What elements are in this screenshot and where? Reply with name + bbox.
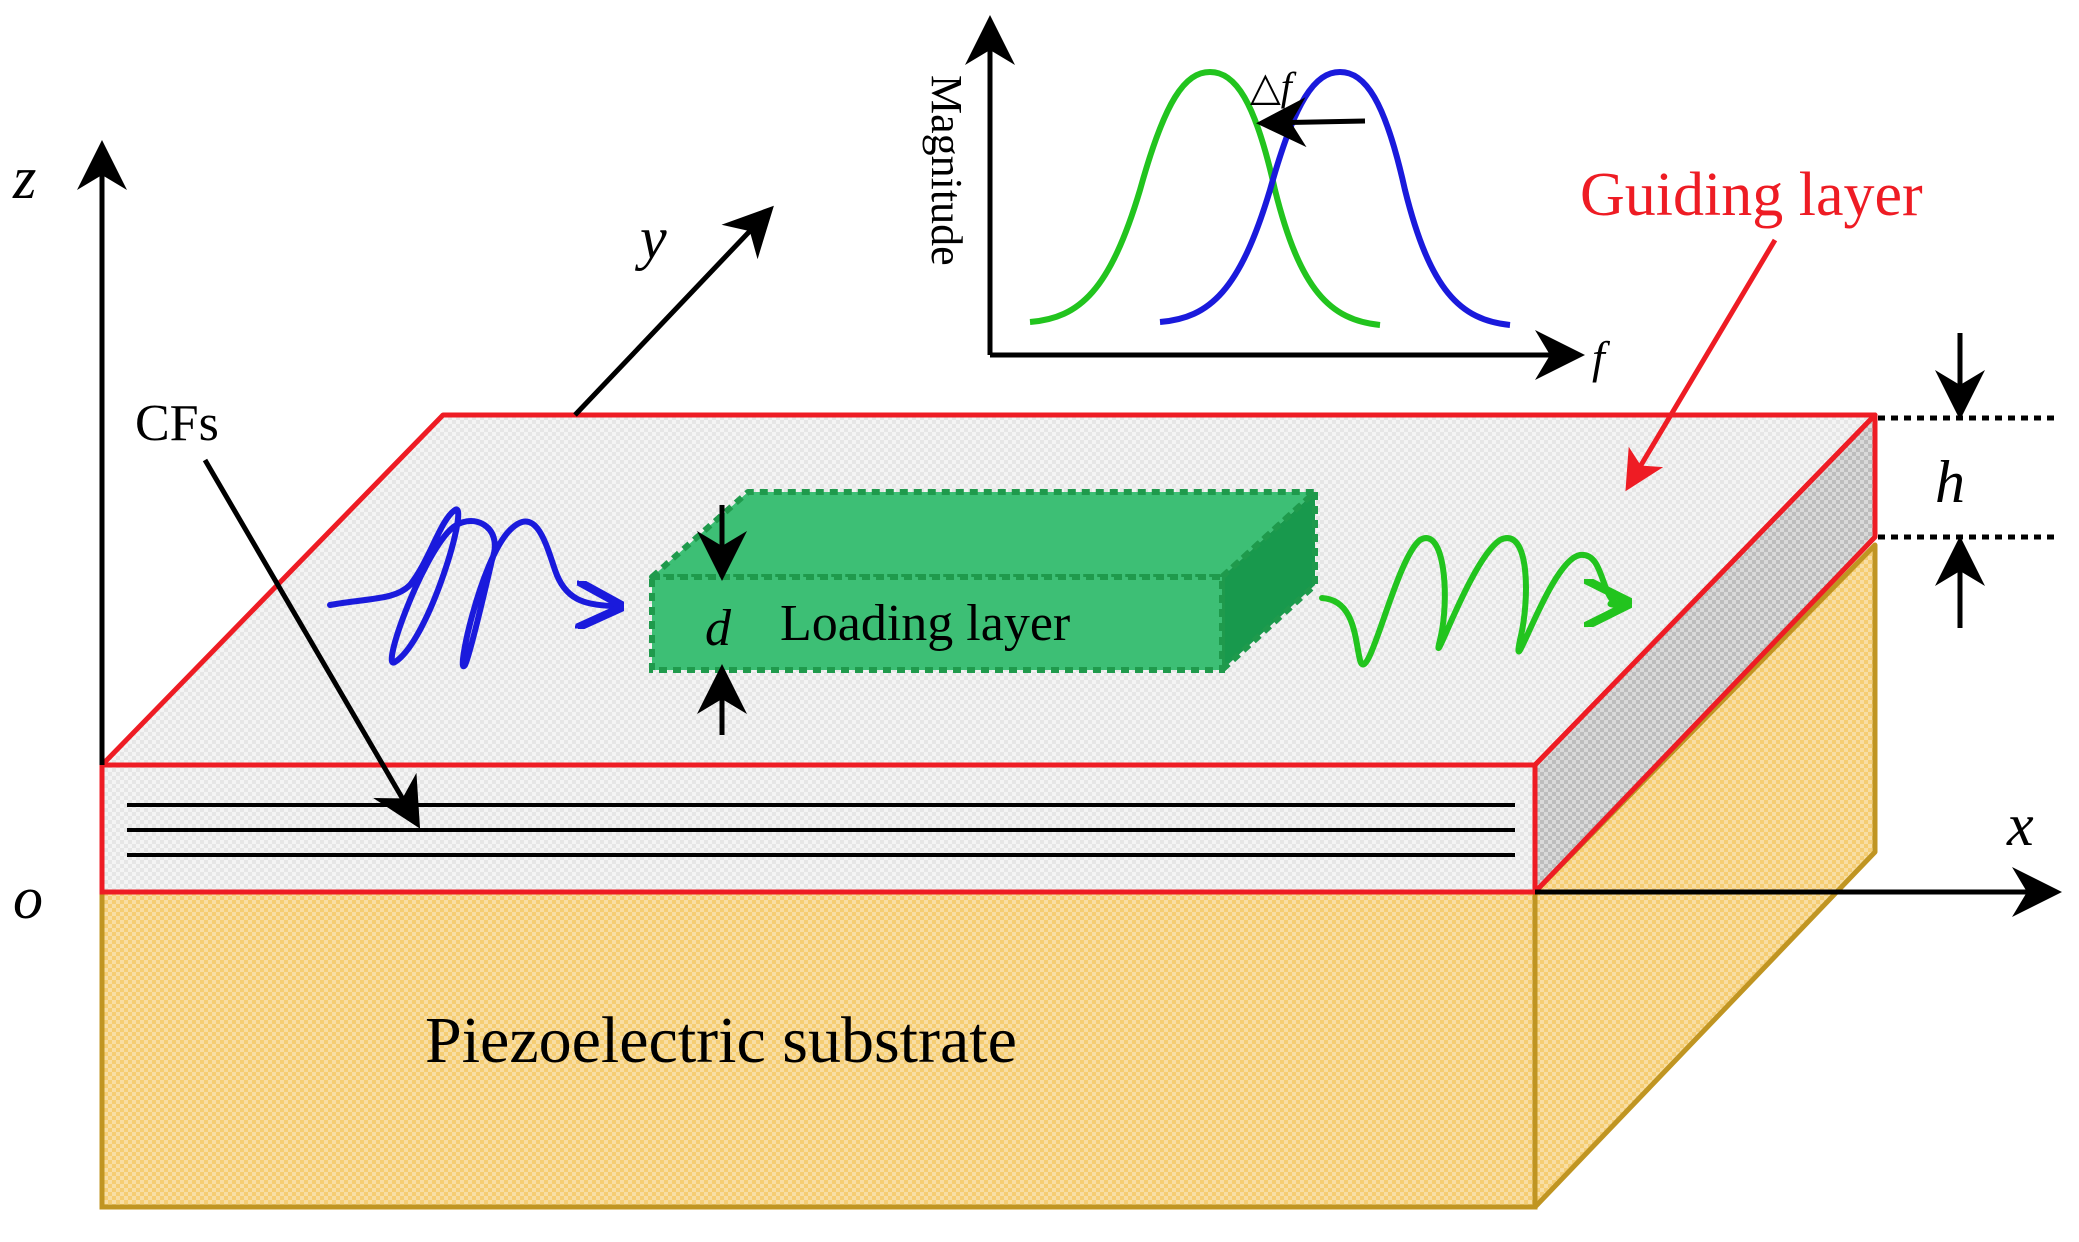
d-label: d <box>705 600 732 657</box>
substrate-front-face <box>99 889 1538 1210</box>
frequency-shift-arrow <box>1256 97 1366 148</box>
output-wave <box>1319 535 1620 668</box>
frequency-shift-inset: Magnitude f △f <box>922 15 1611 383</box>
frequency-shift-label: △f <box>1250 64 1297 109</box>
thickness-h-indicator: h <box>1878 333 2060 628</box>
y-axis <box>573 205 774 417</box>
guiding-layer-pointer-arrow <box>1625 238 1778 492</box>
blue-resonance-curve <box>1159 68 1511 328</box>
loading-layer-label: Loading layer <box>780 595 1070 652</box>
h-label: h <box>1935 449 1965 515</box>
loading-layer: Loading layer <box>649 489 1318 673</box>
loading-layer-top-face <box>649 489 1318 580</box>
guiding-layer-label: Guiding layer <box>1580 161 1923 229</box>
green-resonance-curve <box>1029 68 1381 328</box>
loading-layer-front-face <box>649 574 1225 673</box>
cfs-pointer-arrow <box>202 458 421 829</box>
z-axis-label: z <box>12 145 36 211</box>
thickness-d-indicator: d <box>697 505 747 735</box>
cfs-label: CFs <box>135 395 219 452</box>
x-axis-label: x <box>2006 792 2034 858</box>
origin-label: o <box>13 865 43 931</box>
inset-x-label: f <box>1592 332 1611 383</box>
substrate-label: Piezoelectric substrate <box>425 1004 1017 1077</box>
loading-layer-side-face <box>1219 489 1318 673</box>
incident-wave <box>327 506 612 670</box>
inset-y-label: Magnitude <box>922 75 971 266</box>
coordinate-axes: z y x o <box>12 140 2062 931</box>
y-axis-label: y <box>634 205 667 271</box>
piezoelectric-substrate <box>99 542 1878 1210</box>
